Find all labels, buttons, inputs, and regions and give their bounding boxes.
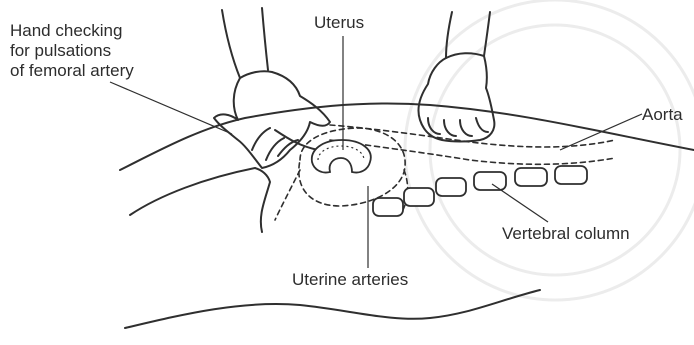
label-vertebral-column: Vertebral column (502, 224, 630, 244)
leader-line-hand (110, 82, 232, 134)
lower-body-outline (125, 290, 540, 328)
vertebra (515, 168, 547, 186)
label-hand-line-1: Hand checking (10, 21, 134, 41)
left-hand-fingers (252, 128, 298, 160)
aorta-vessel-lower (330, 140, 615, 164)
label-hand-line-3: of femoral artery (10, 61, 134, 81)
leader-line-aorta (560, 114, 642, 150)
label-aorta: Aorta (642, 105, 683, 125)
label-hand-checking-femoral: Hand checking for pulsations of femoral … (10, 21, 134, 81)
vertebra (436, 178, 466, 196)
flank-outline (130, 168, 270, 232)
vertebra (474, 172, 506, 190)
label-uterus: Uterus (314, 13, 364, 33)
vertebra (373, 198, 403, 216)
label-uterine-arteries: Uterine arteries (292, 270, 408, 290)
right-fist-knuckles (428, 118, 488, 136)
leader-line-vertebral (492, 184, 548, 222)
uterine-artery-branch-left (275, 170, 300, 220)
vertebra (555, 166, 587, 184)
vertebra (404, 188, 434, 206)
uterus-organ (312, 140, 371, 173)
label-hand-line-2: for pulsations (10, 41, 134, 61)
watermark-seal (405, 0, 694, 300)
left-sleeve (222, 8, 268, 78)
